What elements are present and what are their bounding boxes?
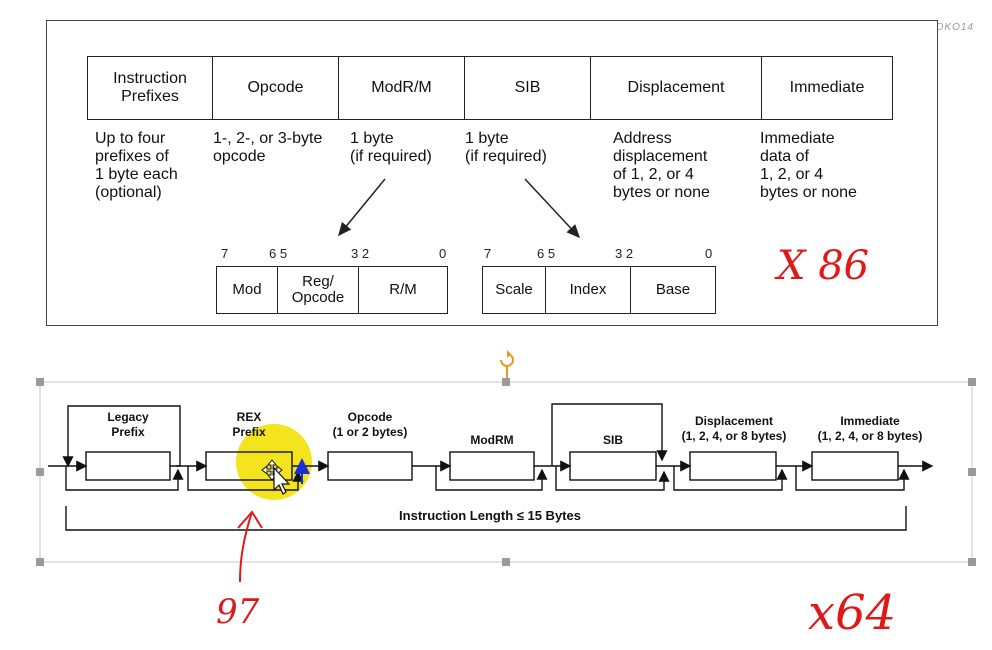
rotate-handle-icon[interactable] bbox=[497, 350, 517, 378]
x86-format-figure: Instruction Prefixes Opcode ModR/M SIB D… bbox=[46, 20, 938, 326]
desc-displacement: Address displacement of 1, 2, or 4 bytes… bbox=[613, 130, 710, 201]
label-opcode: Opcode (1 or 2 bytes) bbox=[332, 410, 408, 439]
sib-expand-arrow bbox=[524, 178, 581, 239]
desc-immediate: Immediate data of 1, 2, or 4 bytes or no… bbox=[760, 130, 857, 201]
watermark: ZENOKO14 bbox=[912, 22, 974, 33]
sib-bit-32: 3 2 bbox=[615, 246, 634, 261]
field-instruction-prefixes: Instruction Prefixes bbox=[88, 57, 213, 119]
label-immediate: Immediate (1, 2, 4, or 8 bytes) bbox=[817, 414, 923, 443]
resize-handle-s[interactable] bbox=[502, 558, 510, 566]
field-sib: SIB bbox=[465, 57, 591, 119]
instruction-format-row: Instruction Prefixes Opcode ModR/M SIB D… bbox=[87, 56, 893, 120]
sib-bit-7: 7 bbox=[484, 246, 492, 261]
handwritten-97-note: 97 bbox=[216, 592, 260, 632]
label-rex-prefix: REX Prefix bbox=[232, 410, 266, 439]
desc-prefixes: Up to four prefixes of 1 byte each (opti… bbox=[95, 130, 178, 201]
modrm-box bbox=[449, 451, 535, 481]
field-immediate: Immediate bbox=[789, 79, 865, 96]
handwritten-arrow bbox=[237, 510, 263, 583]
resize-handle-nw[interactable] bbox=[36, 378, 44, 386]
desc-sib: 1 byte (if required) bbox=[465, 130, 547, 165]
label-modrm: ModRM bbox=[470, 433, 514, 447]
desc-opcode: 1-, 2-, or 3-byte opcode bbox=[213, 130, 323, 165]
field-opcode: Opcode bbox=[213, 57, 339, 119]
modrm-reg-opcode: Reg/ Opcode bbox=[278, 267, 359, 313]
label-sib: SIB bbox=[602, 433, 623, 447]
expansion-arrows bbox=[338, 178, 581, 239]
sib-bit-65: 6 5 bbox=[537, 246, 556, 261]
sib-base: Base bbox=[655, 281, 691, 298]
modrm-bit-65: 6 5 bbox=[269, 246, 288, 261]
desc-modrm: 1 byte (if required) bbox=[350, 130, 432, 165]
modrm-rm: R/M bbox=[389, 281, 417, 298]
field-displacement: Displacement bbox=[591, 57, 762, 119]
immediate-box bbox=[811, 451, 899, 481]
displacement-box bbox=[689, 451, 777, 481]
field-modrm: ModR/M bbox=[339, 57, 465, 119]
resize-handle-e[interactable] bbox=[968, 468, 976, 476]
move-cursor-icon bbox=[261, 459, 291, 495]
modrm-bit-0: 0 bbox=[439, 246, 447, 261]
sib-index: Index bbox=[546, 267, 631, 313]
modrm-expand-arrow bbox=[338, 178, 386, 237]
sib-byte-box: Scale Index Base bbox=[482, 266, 716, 314]
instruction-length-bracket bbox=[65, 506, 907, 531]
resize-handle-se[interactable] bbox=[968, 558, 976, 566]
sib-box bbox=[569, 451, 657, 481]
resize-handle-w[interactable] bbox=[36, 468, 44, 476]
label-legacy-prefix: Legacy Prefix bbox=[107, 410, 149, 439]
sib-scale: Scale bbox=[483, 267, 546, 313]
opcode-box bbox=[327, 451, 413, 481]
handwritten-x86-note: X 86 bbox=[777, 243, 870, 289]
modrm-mod: Mod bbox=[217, 267, 278, 313]
resize-handle-n[interactable] bbox=[502, 378, 510, 386]
modrm-bit-7: 7 bbox=[221, 246, 229, 261]
resize-handle-sw[interactable] bbox=[36, 558, 44, 566]
legacy-prefix-box bbox=[85, 451, 171, 481]
sib-bit-0: 0 bbox=[705, 246, 713, 261]
modrm-byte-box: Mod Reg/ Opcode R/M bbox=[216, 266, 448, 314]
modrm-bit-32: 3 2 bbox=[351, 246, 370, 261]
resize-handle-ne[interactable] bbox=[968, 378, 976, 386]
label-displacement: Displacement (1, 2, 4, or 8 bytes) bbox=[681, 414, 787, 443]
label-instruction-length: Instruction Length ≤ 15 Bytes bbox=[399, 508, 581, 523]
handwritten-x64-note: x64 bbox=[808, 585, 897, 641]
